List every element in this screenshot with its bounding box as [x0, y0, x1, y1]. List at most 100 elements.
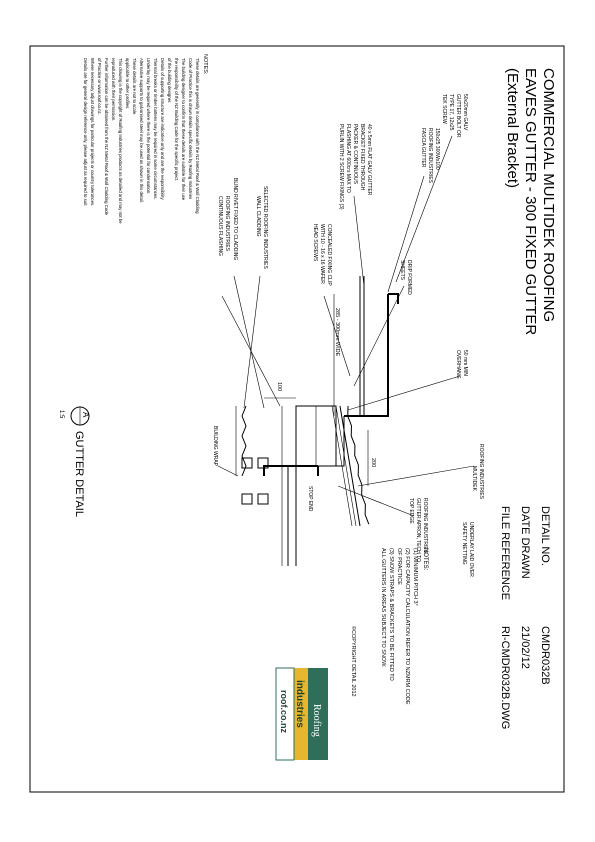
file-label: FILE REFERENCE: [499, 506, 511, 600]
fixed-gutter-label: ROOFING INDUSTRIES GUTTER APRON, TECH TO…: [408, 498, 428, 563]
label-line: 150x25 300Wx100: [434, 128, 440, 170]
fascia-gutter-label: 150x25 300Wx100 ROOFING INDUSTRIES FASCI…: [420, 128, 440, 184]
general-notes: NOTES: These details are generally in co…: [83, 54, 208, 224]
detail-note-line: (3) SNOW STRAPS & BRACKETS TO BE FITTED …: [388, 548, 394, 682]
general-note-line: Where necessary adjust drawings for part…: [90, 58, 95, 206]
bolt-fixings: [241, 457, 269, 505]
label-line: DRIP FORMED: [406, 260, 412, 295]
general-note-line: of Practice or www.roof.co.nz.: [97, 58, 102, 115]
label-line: WITH 10 - 16 x 16 WAFER: [319, 224, 325, 284]
wall-cladding: [235, 405, 247, 477]
title-line-1: COMMERCIAL MULTIDEK ROOFING: [540, 68, 557, 322]
general-note-line: These details are generally in complianc…: [195, 58, 200, 214]
detail-notes: NOTES: (1) MINIMUM PITCH 3° (2) FOR CAPA…: [380, 548, 428, 705]
title-block-heading: COMMERCIAL MULTIDEK ROOFING EAVES GUTTER…: [504, 68, 557, 335]
overhang-label: 50 mm MIN OVERHANG: [455, 350, 468, 379]
label-line: CONCEALED FIXING CLIP: [326, 224, 332, 286]
building-wrap-label: BUILDING WRAP: [212, 426, 218, 467]
title-line-3: (External Bracket): [504, 68, 521, 188]
general-note-line: The building designer to confirm that th…: [181, 58, 186, 201]
label-line: TEK SCREW: [441, 94, 447, 124]
bracket-screw-label: 50x20mm GALV GUTTER BOLT OR TYPE 17, 12x…: [441, 94, 468, 139]
detail-note-line: (2) FOR CAPACITY CALCULATION REFER TO NZ…: [404, 548, 410, 705]
dimension-100: 100: [276, 382, 282, 391]
general-note-line: Underlay may be required where there is …: [146, 58, 151, 194]
general-note-line: the responsibility of the NZ Building Co…: [174, 58, 179, 181]
stop-end-label: STOP END: [307, 486, 313, 512]
label-line: MULTIDEK: [471, 466, 477, 492]
detail-note-line: (1) MINIMUM PITCH 3°: [412, 548, 418, 606]
label-line: SAFETY NETTING: [461, 522, 467, 565]
dimension-200: 200: [370, 458, 376, 467]
detail-no-value: CMDR032B: [539, 626, 551, 685]
detail-notes-heading: NOTES:: [422, 548, 428, 571]
logo-middle-text: industries: [294, 680, 305, 728]
label-line: GUTTER APRON, TECH TO: [415, 498, 421, 562]
underlay-label: UNDERLAY LAID OVER SAFETY NETTING: [461, 522, 474, 578]
label-line: SHEETS: [399, 260, 405, 281]
section-marker-scale: 1:5: [58, 410, 64, 419]
copyright-text: ©COPYRIGHT DETAIL 2012: [350, 626, 357, 697]
label-line: FASCIA GUTTER: [420, 128, 426, 168]
blind-rivet-label: BLIND RIVET FIXED TO CLADDING: [232, 178, 238, 260]
flat-strap-bracket: [359, 276, 365, 416]
label-line: GUTTER BOLT OR: [455, 94, 461, 138]
label-line: 50x20mm GALV: [462, 94, 468, 131]
label-line: OVERHANG: [455, 350, 461, 379]
title-line-2: EAVES GUTTER - 300 FIXED GUTTER: [522, 68, 539, 335]
label-line: ROOFING INDUSTRIES: [478, 444, 484, 500]
fascia-wall: [281, 405, 337, 566]
label-line: ROOFING INDUSTRIES: [427, 128, 433, 184]
label-line: SELECTED ROOFING INDUSTRIES: [262, 186, 268, 269]
label-line: 50 mm MIN: [462, 350, 468, 376]
detail-note-line: ALL GUTTERS IN AREAS SUBJECT TO SNOW.: [380, 548, 386, 668]
label-line: PURLIN WITH 2 SCREW FIXINGS (3): [338, 124, 344, 210]
callouts: 50x20mm GALV GUTTER BOLT OR TYPE 17, 12x…: [212, 94, 484, 578]
label-line: HEAD SCREWS: [312, 224, 318, 262]
logo-top-text: Roofing: [311, 704, 322, 737]
label-line: PACKER & CONTINUOUS: [352, 124, 358, 185]
label-line: TOP EDGE: [408, 498, 414, 524]
label-line: FLASHING AT 600crs MAX TO: [345, 124, 351, 193]
label-line: 40 x 5mm FLAT GALV GUTTER: [366, 124, 372, 196]
label-line: BLIND RIVET FIXED TO CLADDING: [232, 178, 238, 260]
flashing-label: ROOFING INDUSTRIES CONTINUOUS FLASHING: [217, 196, 230, 256]
date-value: 21/02/12: [519, 626, 531, 669]
sheet-border: [29, 45, 565, 793]
general-note-line: Code of Practice this is drawn details s…: [188, 58, 193, 199]
general-note-line: Alternative supports to galvanised steel…: [139, 58, 144, 203]
general-note-line: Thermal breaks or timber battens may be …: [153, 58, 158, 200]
label-line: UNDERLAY LAID OVER: [468, 522, 474, 577]
label-line: TYPE 17, 12x25: [448, 94, 454, 131]
leader-lines: [217, 135, 475, 517]
multidek-label: ROOFING INDUSTRIES MULTIDEK: [471, 444, 484, 500]
general-note-line: Details are for general design reference…: [83, 58, 88, 207]
general-note-line: of the building designer.: [167, 58, 172, 103]
general-notes-heading: NOTES:: [202, 54, 208, 75]
logo-bottom-text: roof.co.nz: [279, 690, 289, 733]
flat-strap-label: 40 x 5mm FLAT GALV GUTTER BRACKET FIXED …: [338, 124, 372, 210]
file-value: RI-CMDR032B.DWG: [499, 626, 511, 729]
general-note-line: applicable to other profiles.: [125, 58, 130, 109]
drip-former-label: DRIP FORMED SHEETS: [399, 260, 412, 296]
dimensions: 285 - 300mm WIDE 100 200: [264, 294, 376, 486]
section-marker: A 1:5 GUTTER DETAIL: [58, 406, 90, 517]
general-note-line: Details of supporting structure are indi…: [160, 58, 165, 200]
label-line: CONTINUOUS FLASHING: [217, 196, 223, 256]
general-note-line: reproduced with their permission.: [111, 58, 116, 121]
label-line: ROOFING INDUSTRIES: [224, 196, 230, 252]
gutter-width-dimension: 285 - 300mm WIDE: [334, 308, 340, 357]
general-note-line: Further information can be obtained from…: [104, 58, 109, 216]
title-block: DETAIL NO. CMDR032B DATE DRAWN 21/02/12 …: [350, 506, 551, 729]
gutter-detail-drawing: 285 - 300mm WIDE 100 200 50x20mm GALV GU…: [212, 94, 484, 578]
date-label: DATE DRAWN: [519, 506, 531, 579]
detail-note-line: OF PRACTICE: [396, 548, 402, 585]
detail-no-label: DETAIL NO.: [539, 506, 551, 566]
fixing-clip-label: CONCEALED FIXING CLIP WITH 10 - 16 x 16 …: [312, 224, 332, 287]
label-line: WALL CLADDING: [255, 196, 261, 237]
wall-cladding-label: SELECTED ROOFING INDUSTRIES WALL CLADDIN…: [255, 186, 268, 270]
general-note-line: This drawing is the copyright of Roofing…: [118, 58, 123, 224]
label-line: BRACKET FIXED THROUGH: [359, 124, 365, 191]
section-title: GUTTER DETAIL: [73, 431, 85, 517]
